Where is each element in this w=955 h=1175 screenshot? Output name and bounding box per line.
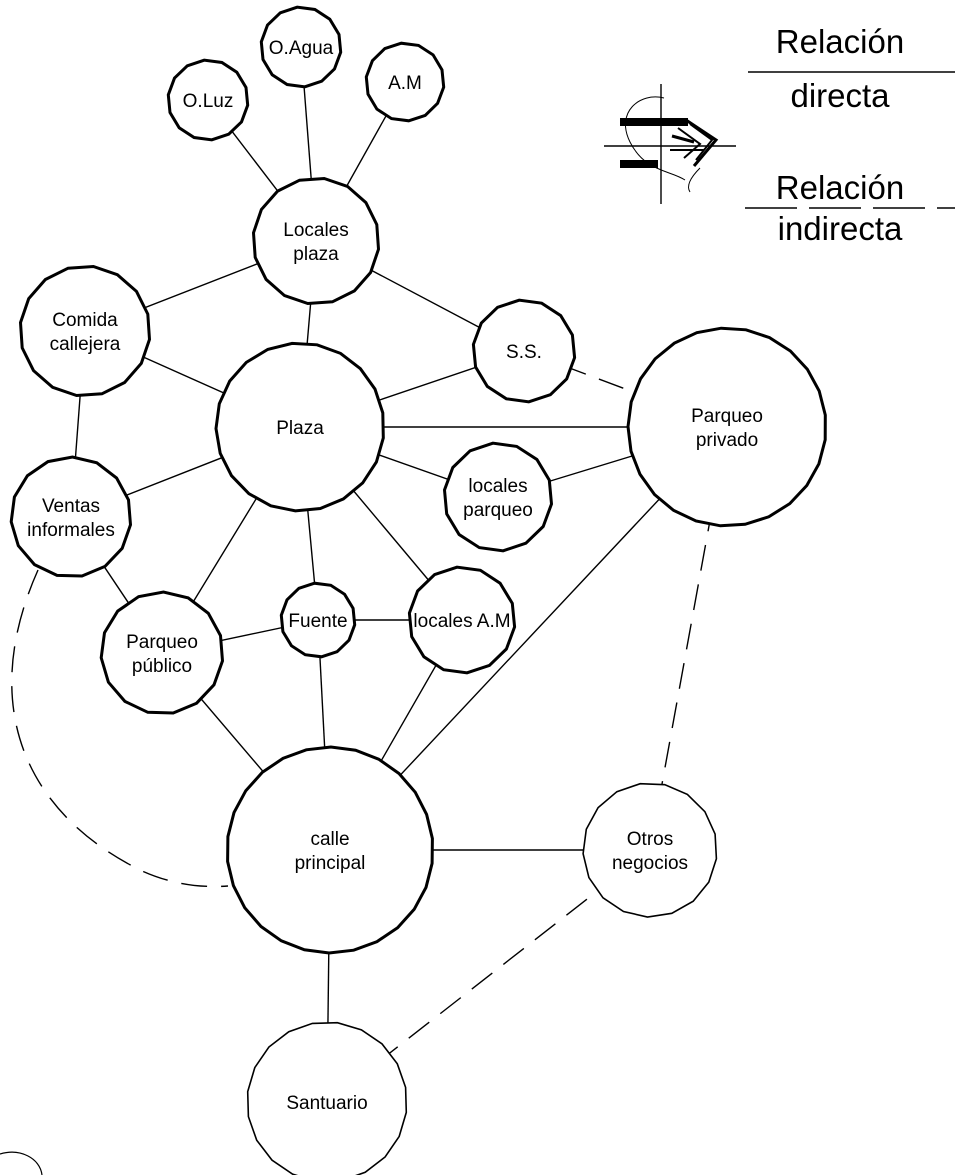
compass-symbol — [604, 84, 736, 204]
node-label-parqueo-publico-1: público — [132, 656, 192, 677]
node-label-otros-negocios-0: Otros — [627, 829, 673, 850]
node-label-calle-principal-1: principal — [295, 853, 366, 874]
node-comida-callejera: Comida callejera — [18, 264, 152, 398]
node-label-parqueo-publico-0: Parqueo — [126, 632, 198, 653]
node-label-plaza-0: Plaza — [276, 418, 324, 439]
node-circle-parqueo-publico — [99, 590, 225, 715]
node-label-o-agua-0: O.Agua — [269, 38, 334, 59]
node-plaza: Plaza — [214, 341, 385, 513]
node-s-s: S.S. — [471, 298, 577, 404]
node-label-o-luz-0: O.Luz — [183, 91, 234, 112]
node-circle-fuente — [279, 581, 357, 659]
node-o-luz: O.Luz — [166, 58, 250, 142]
node-ventas-informales: Ventas informales — [9, 455, 133, 578]
node-circle-o-luz — [166, 58, 250, 142]
node-label-otros-negocios-1: negocios — [612, 853, 688, 874]
node-a-m: A.M — [364, 41, 446, 123]
node-circle-plaza — [214, 341, 385, 513]
node-circle-locales-plaza — [251, 176, 381, 306]
node-circle-calle-principal — [226, 745, 434, 955]
node-label-parqueo-privado-1: privado — [696, 430, 758, 451]
node-circle-a-m — [364, 41, 446, 123]
legend-indirect-label-1: Relación — [776, 169, 904, 206]
node-circle-s-s — [471, 298, 577, 404]
node-label-fuente-0: Fuente — [288, 611, 347, 632]
node-o-agua: O.Agua — [259, 5, 343, 89]
node-label-parqueo-privado-0: Parqueo — [691, 406, 763, 427]
node-label-locales-plaza-1: plaza — [293, 244, 339, 265]
legend-direct-label-1: Relación — [776, 23, 904, 60]
node-label-calle-principal-0: calle — [310, 829, 349, 850]
legend: Relación directa Relación indirecta — [604, 23, 955, 247]
node-otros-negocios: Otros negocios — [582, 782, 718, 918]
node-locales-plaza: Locales plaza — [251, 176, 381, 306]
node-label-a-m-0: A.M — [388, 73, 422, 94]
node-calle-principal: calle principal — [226, 745, 434, 955]
node-label-locales-a-m-0: locales A.M — [413, 611, 510, 632]
node-circle-locales-parqueo — [442, 441, 554, 553]
node-label-ventas-informales-0: Ventas — [42, 496, 100, 517]
node-label-santuario-0: Santuario — [286, 1093, 367, 1114]
node-circle-otros-negocios — [582, 782, 718, 918]
node-santuario: Santuario — [246, 1021, 408, 1175]
node-label-locales-parqueo-1: parqueo — [463, 500, 533, 521]
node-label-locales-plaza-0: Locales — [283, 220, 349, 241]
node-circle-o-agua — [259, 5, 343, 89]
node-locales-parqueo: locales parqueo — [442, 441, 554, 553]
node-label-ventas-informales-1: informales — [27, 520, 115, 541]
node-circle-santuario — [246, 1021, 408, 1175]
edge-ventas-informales-to-calle-principal — [11, 569, 229, 888]
node-label-s-s-0: S.S. — [506, 342, 542, 363]
node-locales-a-m: locales A.M — [407, 565, 517, 675]
node-fuente: Fuente — [279, 581, 357, 659]
node-parqueo-publico: Parqueo público — [99, 590, 225, 715]
node-label-locales-parqueo-0: locales — [468, 476, 527, 497]
node-parqueo-privado: Parqueo privado — [626, 326, 827, 528]
legend-direct-label-2: directa — [790, 77, 890, 114]
node-circle-ventas-informales — [9, 455, 133, 578]
node-label-comida-callejera-1: callejera — [50, 334, 121, 355]
node-circle-parqueo-privado — [626, 326, 827, 528]
edge-parqueo-privado-to-otros-negocios — [649, 426, 728, 851]
legend-indirect-label-2: indirecta — [778, 210, 903, 247]
node-label-comida-callejera-0: Comida — [52, 310, 118, 331]
partial-circle-fragment — [0, 1151, 43, 1175]
node-circle-locales-a-m — [407, 565, 517, 675]
node-circle-comida-callejera — [18, 264, 152, 398]
